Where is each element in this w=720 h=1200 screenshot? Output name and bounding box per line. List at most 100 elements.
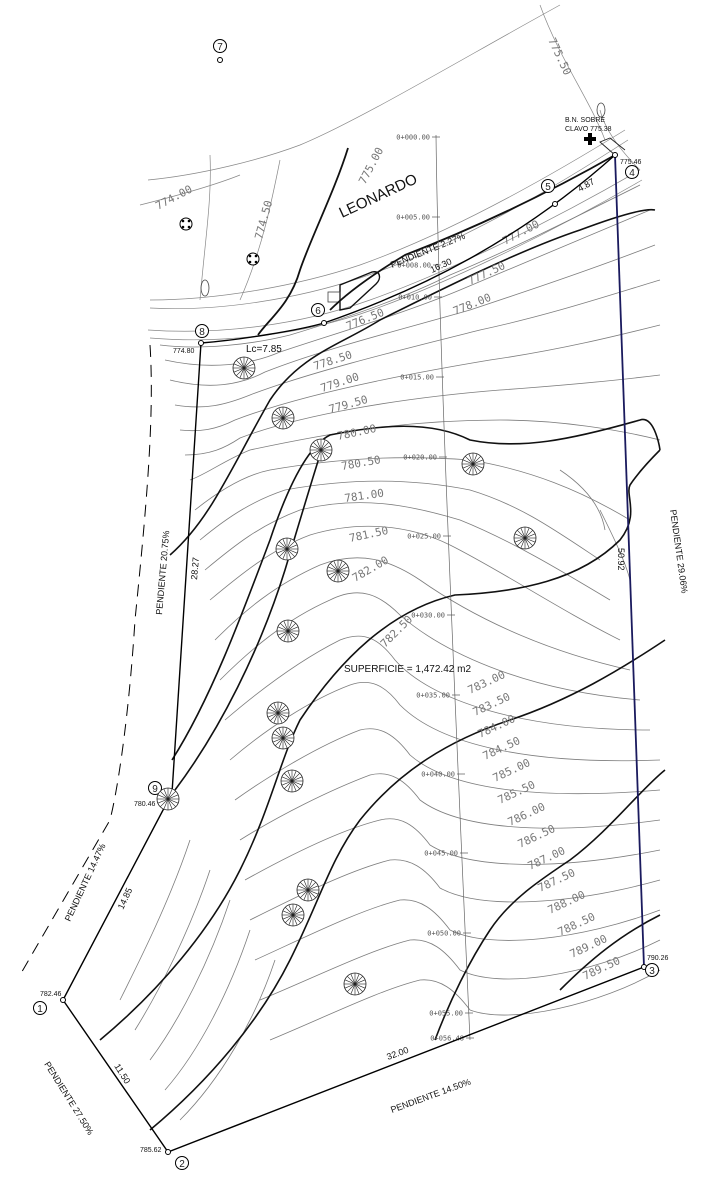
tree-icon bbox=[461, 452, 485, 476]
benchmark-line1: B.N. SOBRE bbox=[565, 117, 605, 124]
tree-icon bbox=[276, 619, 300, 643]
vertex-2: 2 bbox=[175, 1156, 189, 1170]
chainage-label: 0+030.00 bbox=[411, 612, 445, 620]
elevation-label: 774.80 bbox=[173, 348, 195, 355]
vertex-2-point bbox=[165, 1149, 171, 1155]
chainage-axis: 0+000.000+005.000+008.000+010.000+015.00… bbox=[396, 134, 474, 1043]
elevation-label: 782.46 bbox=[40, 991, 62, 998]
contour-label: 778.50 bbox=[312, 348, 354, 373]
vertex-6-number: 6 bbox=[315, 306, 321, 317]
vertex-labels: 1 2 3 4 5 6 7 8 9 bbox=[33, 39, 659, 1170]
vertex-7-number: 7 bbox=[217, 42, 223, 53]
tree-icon bbox=[309, 438, 333, 462]
manhole-icon bbox=[179, 217, 193, 231]
chainage-label: 0+056.48 bbox=[430, 1035, 464, 1043]
contour-label-774-5: 774.50 bbox=[252, 199, 275, 241]
chainage-label: 0+008.00 bbox=[397, 262, 431, 270]
vertex-6: 6 bbox=[311, 303, 325, 317]
slope-east-label: PENDIENTE 29.06% bbox=[668, 509, 690, 594]
contour-label: 781.00 bbox=[344, 487, 385, 505]
contour-label: 786.50 bbox=[516, 822, 558, 851]
contour-label-774: 774.00 bbox=[153, 183, 194, 213]
vertex-7-point bbox=[217, 57, 223, 63]
surface-area-label: SUPERFICIE = 1,472.42 m2 bbox=[344, 664, 471, 675]
tree-icon bbox=[232, 356, 256, 380]
slope-west-label: PENDIENTE 20.75% bbox=[154, 530, 171, 615]
contour-label: 785.50 bbox=[496, 778, 538, 807]
contour-label: 779.50 bbox=[327, 393, 369, 416]
manhole-icon bbox=[246, 252, 260, 266]
slope-sw-edge-label: PENDIENTE 27.50% bbox=[42, 1060, 95, 1137]
vertex-1: 1 bbox=[33, 1001, 47, 1015]
contour-label-775: 775.00 bbox=[356, 145, 386, 186]
vertex-3-number: 3 bbox=[649, 966, 655, 977]
chainage-label: 0+050.00 bbox=[427, 930, 461, 938]
road-edges bbox=[139, 4, 643, 341]
slope-south-label: PENDIENTE 14.50% bbox=[389, 1077, 472, 1115]
elevation-label: 785.62 bbox=[140, 1147, 162, 1154]
elevation-label: 780.46 bbox=[134, 801, 156, 808]
contour-label: 780.50 bbox=[340, 453, 381, 473]
vertex-7: 7 bbox=[213, 39, 227, 53]
tree-icon bbox=[296, 878, 320, 902]
contour-label: 778.00 bbox=[451, 291, 493, 318]
tree-icon bbox=[275, 537, 299, 561]
lot-boundary bbox=[19, 137, 645, 1153]
tree-icon bbox=[156, 787, 180, 811]
tree-icon bbox=[266, 701, 290, 725]
chainage-label: 0+010.00 bbox=[398, 294, 432, 302]
contour-label-775-5: 775.50 bbox=[545, 36, 574, 78]
chainage-label: 0+035.00 bbox=[416, 692, 450, 700]
slope-sw-dashed-label: PENDIENTE 14.47% bbox=[63, 842, 108, 923]
chainage-label: 0+055.00 bbox=[429, 1010, 463, 1018]
tree-icon bbox=[271, 406, 295, 430]
vertex-elevations: 782.46 785.62 790.26 775.46 774.80 780.4… bbox=[40, 159, 669, 1154]
vertex-1-point bbox=[60, 997, 66, 1003]
benchmark-line2: CLAVO 775.38 bbox=[565, 126, 612, 133]
contour-label: 789.00 bbox=[568, 932, 610, 961]
chainage-label: 0+020.00 bbox=[403, 454, 437, 462]
contour-label: 777.50 bbox=[466, 259, 508, 288]
elevation-label: 775.46 bbox=[620, 159, 642, 166]
trees bbox=[156, 356, 537, 996]
distance-label: 50.92 bbox=[616, 548, 626, 571]
vertex-6-point bbox=[321, 320, 327, 326]
chainage-label: 0+045.00 bbox=[424, 850, 458, 858]
major-contour-lines bbox=[99, 208, 666, 1131]
tree-icon bbox=[281, 903, 305, 927]
tree-icon bbox=[326, 559, 350, 583]
vertex-5: 5 bbox=[541, 179, 555, 193]
vertex-4-number: 4 bbox=[629, 168, 635, 179]
street-centerline bbox=[257, 147, 616, 336]
tree-icon bbox=[280, 769, 304, 793]
vertex-5-number: 5 bbox=[545, 182, 551, 193]
vertex-9-number: 9 bbox=[152, 784, 158, 795]
vertex-8-point bbox=[198, 340, 204, 346]
contour-label: 784.50 bbox=[481, 734, 523, 763]
distance-label: 28.27 bbox=[189, 557, 201, 580]
contour-label: 779.00 bbox=[319, 370, 361, 395]
vertex-9: 9 bbox=[148, 781, 162, 795]
chainage-label: 0+000.00 bbox=[396, 134, 430, 142]
vertex-2-number: 2 bbox=[179, 1159, 185, 1170]
distance-label: 4.87 bbox=[576, 176, 596, 193]
distance-label: 11.50 bbox=[112, 1062, 132, 1086]
benchmark-cross-icon bbox=[584, 133, 596, 145]
vertex-4: 4 bbox=[625, 165, 639, 179]
elevation-label: 790.26 bbox=[647, 955, 669, 962]
contour-label: 788.50 bbox=[556, 910, 598, 939]
tree-icon bbox=[271, 726, 295, 750]
curb-island bbox=[327, 270, 381, 311]
vertex-4-point bbox=[612, 152, 618, 158]
contour-label: 780.00 bbox=[336, 422, 378, 443]
vertex-8: 8 bbox=[195, 324, 209, 338]
vertex-5-point bbox=[552, 201, 558, 207]
tree-icon bbox=[513, 526, 537, 550]
chainage-label: 0+015.00 bbox=[400, 374, 434, 382]
curve-length-label: Lc=7.85 bbox=[246, 344, 282, 355]
distance-label: 14.85 bbox=[116, 886, 135, 911]
distance-label: 16.30 bbox=[429, 256, 454, 275]
post-icon bbox=[596, 102, 606, 118]
post-icon bbox=[200, 279, 210, 297]
